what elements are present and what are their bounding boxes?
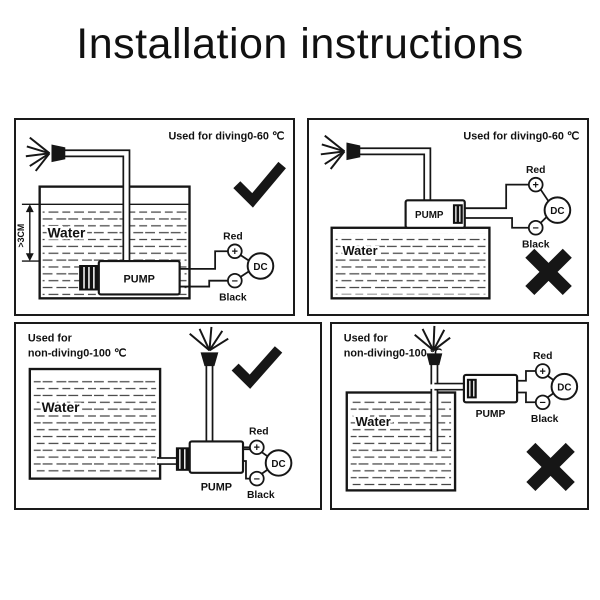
pump-label: PUMP: [124, 274, 155, 286]
x-icon: [526, 442, 575, 491]
black-wire-label: Black: [522, 239, 550, 250]
panel-nondiving-wrong: Used for non-diving0-100 ℃ Water: [330, 322, 589, 510]
red-wire-label: Red: [249, 427, 269, 438]
pump: PUMP: [404, 199, 466, 229]
dc-plug: DC: [246, 252, 275, 280]
svg-text:+: +: [540, 366, 546, 378]
pump: PUMP: [79, 260, 181, 296]
svg-text:DC: DC: [557, 383, 571, 394]
svg-text:+: +: [254, 442, 260, 454]
minus-terminal: −: [249, 470, 265, 487]
spray-icon: [189, 326, 229, 367]
pump: PUMP: [462, 373, 519, 420]
water-tank: Water: [330, 226, 491, 300]
water-dashes: [335, 233, 486, 295]
pump-label: PUMP: [476, 409, 506, 420]
red-wire-label: Red: [223, 232, 243, 243]
depth-label: >3CM: [16, 224, 26, 248]
plus-terminal: +: [227, 243, 243, 260]
svg-text:−: −: [540, 397, 546, 409]
suction-pipe: [430, 363, 466, 452]
panel-nondiving-correct: Used for non-diving0-100 ℃ Water: [14, 322, 322, 510]
pump-label: PUMP: [415, 210, 444, 221]
red-wire-label: Red: [533, 351, 553, 362]
depth-arrow: [21, 203, 40, 262]
panel-header: Used for diving0-60 ℃: [168, 131, 284, 143]
panel-header-line1: Used for: [344, 333, 389, 345]
spray-icon: [25, 136, 66, 172]
outlet-pipe: [354, 147, 432, 203]
plus-terminal: +: [249, 439, 265, 456]
x-icon: [525, 248, 572, 295]
check-icon: [233, 161, 286, 208]
panel-header-line1: Used for: [28, 333, 73, 345]
page-title: Installation instructions: [76, 20, 524, 68]
water-label: Water: [343, 243, 378, 258]
water-label: Water: [356, 414, 391, 429]
wires: [517, 370, 556, 404]
panel-header-line2: non-diving0-100 ℃: [28, 347, 126, 359]
pump-label: PUMP: [201, 481, 232, 493]
panel-header: Used for diving0-60 ℃: [463, 131, 579, 143]
water-label: Water: [48, 226, 86, 241]
panel-header-line2: non-diving0-100 ℃: [344, 347, 442, 359]
svg-text:−: −: [232, 276, 238, 288]
svg-text:−: −: [533, 223, 539, 235]
svg-text:+: +: [533, 180, 539, 192]
spray-icon: [414, 325, 451, 366]
outlet-pipe: [61, 149, 131, 264]
svg-text:+: +: [232, 246, 238, 258]
dc-plug: DC: [264, 449, 293, 477]
pump: PUMP: [175, 440, 245, 493]
spray-icon: [320, 134, 361, 170]
minus-terminal: −: [527, 220, 544, 236]
water-tank: Water: [345, 391, 457, 492]
svg-text:DC: DC: [253, 262, 267, 273]
panel-diving-wrong: Used for diving0-60 ℃ Water: [307, 118, 589, 316]
water-tank: Water: [38, 185, 191, 300]
check-icon: [231, 346, 283, 389]
water-dashes: [33, 376, 157, 475]
svg-text:−: −: [254, 474, 260, 486]
panel-diving-correct: Used for diving0-60 ℃ Water >3CM: [14, 118, 295, 316]
black-wire-label: Black: [219, 292, 247, 303]
svg-text:DC: DC: [271, 459, 285, 470]
plus-terminal: +: [527, 176, 544, 193]
water-label: Water: [42, 400, 81, 415]
minus-terminal: −: [227, 272, 243, 289]
minus-terminal: −: [534, 394, 551, 411]
svg-text:DC: DC: [550, 206, 564, 217]
plus-terminal: +: [534, 363, 551, 379]
black-wire-label: Black: [247, 490, 275, 501]
dc-plug: DC: [543, 196, 572, 224]
dc-plug: DC: [550, 372, 579, 401]
black-wire-label: Black: [531, 414, 559, 425]
water-tank: Water: [28, 367, 162, 480]
red-wire-label: Red: [526, 165, 546, 176]
